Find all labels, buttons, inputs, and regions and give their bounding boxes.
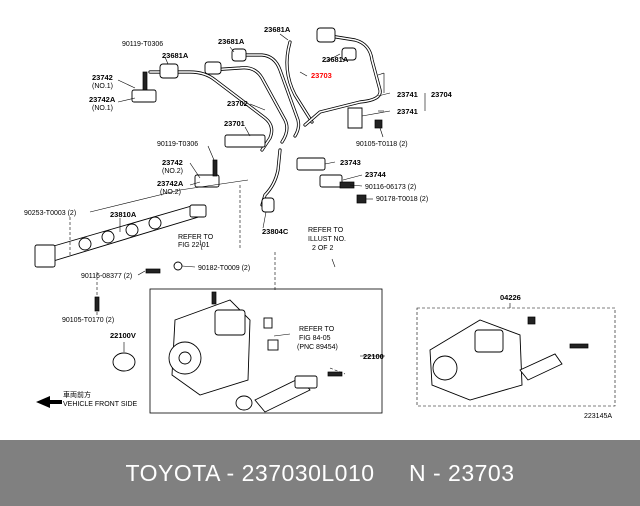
pump-box — [112, 288, 383, 414]
label-23681A-2: 23681A — [218, 37, 245, 46]
label-refer-84-1: REFER TO — [299, 326, 335, 333]
label-90178-T0018: 90178-T0018 (2) — [376, 196, 428, 203]
label-refer-84-2: FIG 84-05 — [299, 335, 331, 342]
pipe-nuts — [159, 27, 357, 213]
label-23681A-4: 23681A — [322, 55, 349, 64]
label-no1-b: (NO.1) — [92, 105, 113, 112]
label-23704: 23704 — [431, 90, 453, 99]
front-arrow — [36, 396, 62, 408]
label-23743: 23743 — [340, 158, 361, 167]
part-number-footer: TOYOTA - 237030L010 N - 23703 — [0, 440, 640, 506]
label-23744: 23744 — [365, 170, 387, 179]
label-90182-T0009: 90182-T0009 (2) — [198, 265, 250, 272]
injection-pipes — [148, 34, 382, 207]
label-90116-08377: 90116-08377 (2) — [81, 273, 132, 280]
parts-diagram-svg: 90119-T0306 23681A 23681A 23681A 23681A … — [24, 25, 616, 420]
label-refer-84-3: (PNC 89454) — [297, 344, 338, 351]
label-refer-illust-2: ILLUST NO. — [308, 236, 346, 243]
label-22100V: 22100V — [110, 331, 136, 340]
label-04226: 04226 — [500, 293, 521, 302]
label-22100: 22100 — [363, 352, 384, 361]
label-refer-22-2: FIG 22-01 — [178, 242, 210, 249]
pipe-clamps — [131, 71, 383, 204]
label-no2-b: (NO.2) — [160, 189, 181, 196]
label-23810A: 23810A — [110, 210, 137, 219]
label-23681A-3: 23681A — [264, 25, 291, 34]
label-23701: 23701 — [224, 119, 245, 128]
label-90116-06173: 90116-06173 (2) — [365, 184, 416, 191]
label-90105-T0118: 90105-T0118 (2) — [356, 141, 408, 148]
label-23804C: 23804C — [262, 227, 289, 236]
label-90253-T0003: 90253-T0003 (2) — [24, 210, 76, 217]
label-90119-T0306-top: 90119-T0306 — [122, 41, 163, 48]
label-23742A-no2: 23742A — [157, 179, 184, 188]
label-90119-T0306-mid: 90119-T0306 — [157, 141, 198, 148]
label-vehicle-front-jp: 車両前方 — [63, 390, 91, 399]
label-23702: 23702 — [227, 99, 248, 108]
label-23703-highlight: 23703 — [311, 71, 332, 80]
label-23681A-1: 23681A — [162, 51, 189, 60]
label-refer-22-1: REFER TO — [178, 234, 214, 241]
label-23742-no1: 23742 — [92, 73, 113, 82]
assembly-box — [416, 307, 616, 407]
label-refer-illust-3: 2 OF 2 — [312, 245, 334, 252]
label-23742-no2: 23742 — [162, 158, 183, 167]
labels: 90119-T0306 23681A 23681A 23681A 23681A … — [24, 25, 612, 420]
label-refer-illust-1: REFER TO — [308, 227, 344, 234]
label-illustration-code: 223145A — [584, 413, 612, 420]
common-rail — [34, 204, 207, 312]
label-no1-a: (NO.1) — [92, 83, 113, 90]
label-23742A-no1: 23742A — [89, 95, 116, 104]
footer-part-numbers: TOYOTA - 237030L010 N - 23703 — [125, 459, 515, 486]
label-90105-T0170: 90105-T0170 (2) — [62, 317, 114, 324]
label-23741-a: 23741 — [397, 90, 418, 99]
leader-lines — [69, 33, 511, 375]
label-no2-a: (NO.2) — [162, 168, 183, 175]
label-23741-b: 23741 — [397, 107, 418, 116]
label-vehicle-front-en: VEHICLE FRONT SIDE — [63, 401, 137, 408]
parts-diagram: 90119-T0306 23681A 23681A 23681A 23681A … — [24, 25, 616, 420]
